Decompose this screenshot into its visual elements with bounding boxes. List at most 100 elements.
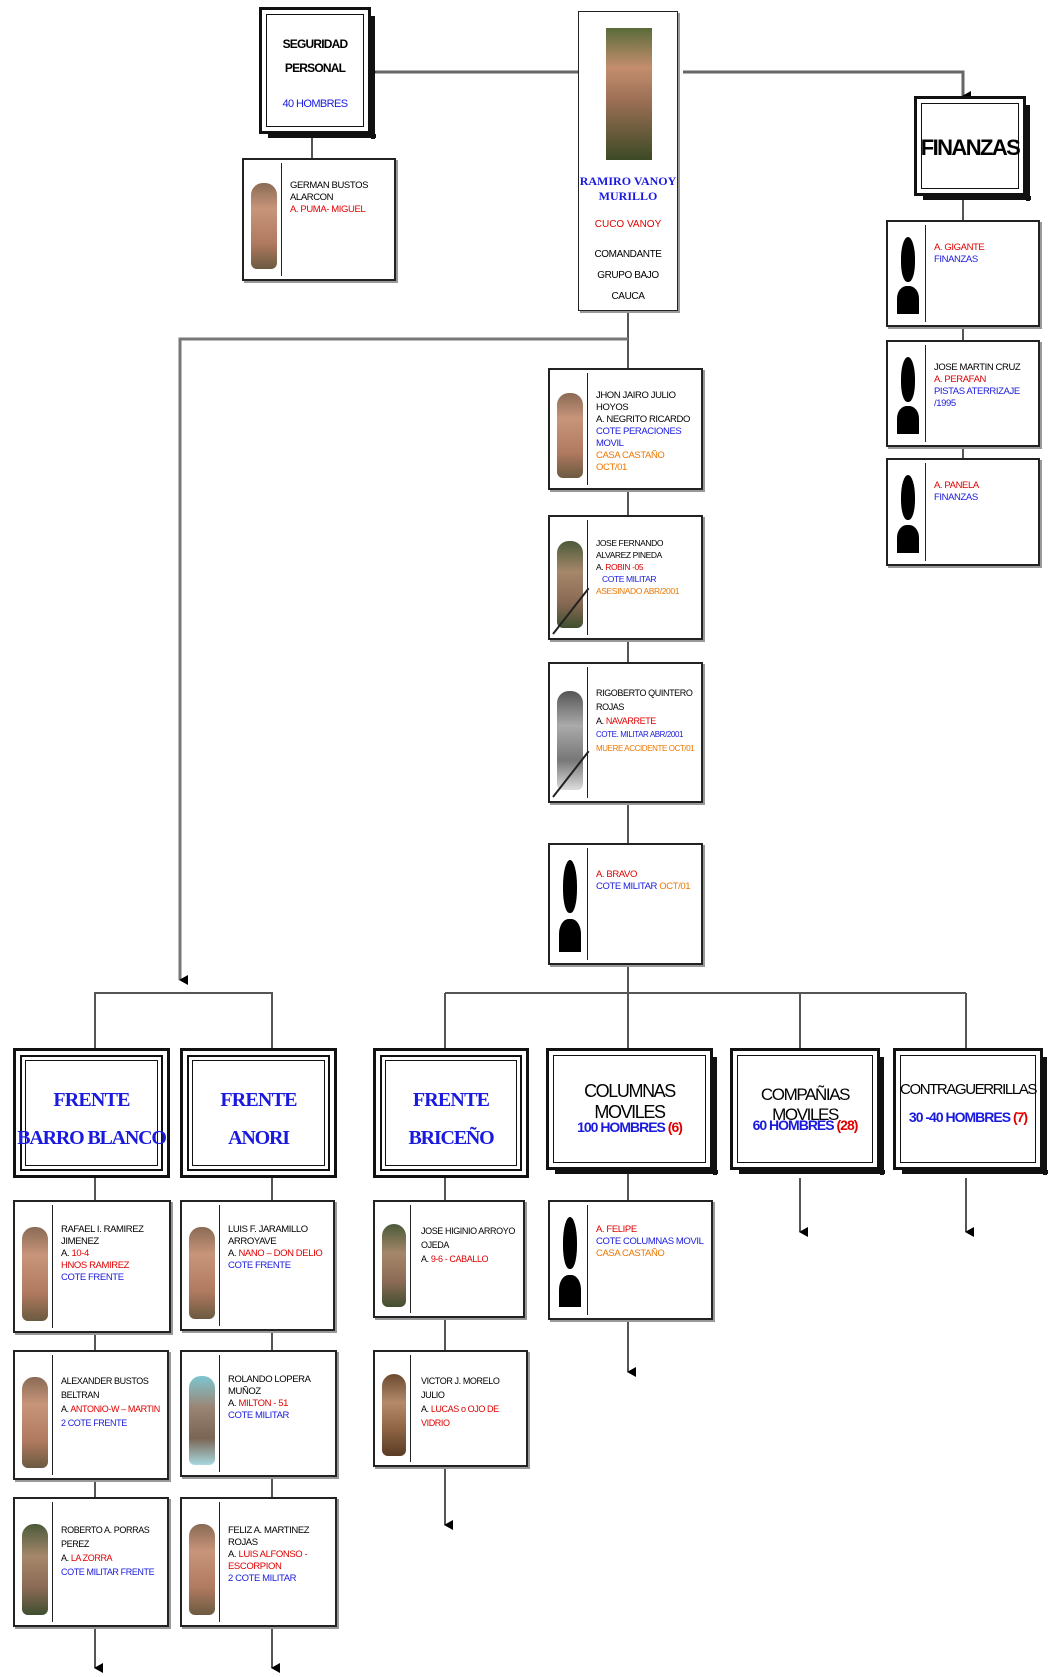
member-role: FINANZAS [934,492,978,503]
member-alias-2: HNOS RAMIREZ [61,1260,130,1271]
barro-member-card: ROBERTO A. PORRAS PEREZ A. LA ZORRA COTE… [13,1497,169,1627]
member-name: JOSE MARTIN CRUZ [934,362,1021,373]
group-count: (7) [1012,1109,1028,1125]
member-status: ASESINADO ABR/2001 [596,586,680,596]
leader-name: RAMIRO VANOY MURILLO [579,174,677,203]
anori-member-card: ROLANDO LOPERA MUÑOZ A. MILTON - 51 COTE… [180,1350,337,1477]
member-role: 2 COTE FRENTE [61,1418,127,1428]
member-photo [552,520,590,635]
member-photo [18,1205,53,1328]
member-role: FINANZAS [934,254,978,265]
member-name: FELIZ A. MARTINEZ ROJAS [228,1525,310,1548]
alias-prefix: A. [61,1553,69,1563]
finanzas-member-card: A. PANELA FINANZAS [886,458,1040,566]
leader-card: RAMIRO VANOY MURILLO CUCO VANOY COMANDAN… [578,11,678,311]
group-title: COLUMNAS MOVILES [584,1081,676,1122]
member-photo [185,1502,220,1622]
member-name: RAFAEL I. RAMIREZ JIMENEZ [61,1224,144,1247]
member-photo [378,1205,411,1313]
member-name: JOSE FERNANDO ALVAREZ PINEDA [596,538,664,560]
member-alias: A. NEGRITO RICARDO [596,414,690,425]
front-title: FRENTE [220,1089,297,1111]
member-photo [247,163,282,276]
finanzas-title: FINANZAS [920,135,1021,160]
silhouette-icon [553,848,588,960]
member-name: RIGOBERTO QUINTERO ROJAS [596,688,693,712]
member-alias: 10-4 [71,1248,89,1259]
member-name: JHON JAIRO JULIO HOYOS [596,390,676,413]
front-title: FRENTE [412,1089,490,1111]
member-status: OCT/01 [659,881,691,892]
leader-alias: CUCO VANOY [594,219,662,230]
front-subtitle: BARRO BLANCO [17,1127,167,1149]
member-role: COTE PERACIONES MOVIL [596,426,682,449]
member-name: ALEXANDER BUSTOS BELTRAN [61,1376,149,1400]
columnas-member-card: A. FELIPE COTE COLUMNAS MOVIL CASA CASTA… [548,1200,713,1320]
member-role: COTE FRENTE [61,1272,124,1283]
member-name: GERMAN BUSTOS ALARCON [290,180,369,203]
group-men: 60 HOMBRES [752,1117,835,1133]
member-alias: LA ZORRA [70,1553,113,1563]
seguridad-member-card: GERMAN BUSTOS ALARCON A. PUMA- MIGUEL [242,158,396,281]
member-role: COTE MILITAR FRENTE [61,1567,155,1577]
leader-photo [606,28,652,160]
front-subtitle: BRICEÑO [408,1127,495,1149]
group-men: 100 HOMBRES [577,1119,666,1135]
member-photo [553,373,588,485]
barro-member-card: RAFAEL I. RAMIREZ JIMENEZ A. 10-4 HNOS R… [13,1200,171,1333]
group-title: CONTRAGUERRILLAS [900,1081,1037,1098]
briceno-member-card: JOSE HIGINIO ARROYO OJEDA A. 9-6 - CABAL… [373,1200,525,1318]
chain-member-card: A. BRAVO COTE MILITAR OCT/01 [548,843,703,965]
chain-member-card: JHON JAIRO JULIO HOYOS A. NEGRITO RICARD… [548,368,703,490]
member-alias: A. PUMA- MIGUEL [290,204,366,215]
member-status: CASA CASTAÑO OCT/01 [596,450,665,473]
member-role: COTE MILITAR [596,881,657,892]
member-name: JOSE HIGINIO ARROYO OJEDA [421,1226,515,1250]
silhouette-icon [891,225,926,322]
leader-role: COMANDANTE GRUPO BAJO CAUCA [594,249,662,302]
alias-prefix: A. [61,1248,70,1259]
group-box-companias: COMPAÑIAS MOVILES 60 HOMBRES (28) [730,1048,885,1175]
briceno-member-card: VICTOR J. MORELO JULIO A. LUCAS o OJO DE… [373,1350,528,1467]
member-role: COTE MILITAR [602,574,657,584]
group-count: (6) [667,1119,683,1135]
alias-prefix: A. [421,1404,429,1414]
member-photo [185,1205,220,1326]
member-name: ROBERTO A. PORRAS PEREZ [61,1525,150,1549]
member-name: VICTOR J. MORELO JULIO [421,1376,500,1400]
member-status: CASA CASTAÑO [596,1248,665,1259]
alias-prefix: A. [228,1398,237,1409]
member-role: COTE COLUMNAS MOVIL [596,1236,704,1247]
finanzas-member-card: JOSE MARTIN CRUZ A. PERAFAN PISTAS ATERR… [886,340,1040,447]
silhouette-icon [553,1205,588,1315]
member-alias: NAVARRETE [605,716,656,726]
anori-member-card: LUIS F. JARAMILLO ARROYAVE A. NANO – DON… [180,1200,335,1331]
member-photo [18,1502,53,1622]
member-photo [185,1355,220,1472]
group-box-contraguerrillas: CONTRAGUERRILLAS 30 -40 HOMBRES (7) [893,1048,1048,1175]
alias-prefix: A. [228,1549,237,1560]
anori-member-card: FELIZ A. MARTINEZ ROJAS A. LUIS ALFONSO … [180,1497,337,1627]
chain-member-card: RIGOBERTO QUINTERO ROJAS A. NAVARRETE CO… [548,662,703,803]
alias-prefix: A. [421,1254,429,1264]
front-box-briceno: FRENTE BRICEÑO [373,1048,529,1178]
member-photo [18,1355,53,1475]
front-title: FRENTE [53,1089,130,1111]
seguridad-title: SEGURIDAD PERSONAL [282,37,349,75]
alias-prefix: A. [61,1404,69,1414]
member-name: LUIS F. JARAMILLO ARROYAVE [228,1224,308,1247]
member-alias: LUIS ALFONSO - ESCORPION [228,1549,308,1572]
member-photo [378,1355,411,1462]
finanzas-box: FINANZAS [914,96,1031,201]
member-alias: 9-6 - CABALLO [430,1254,489,1264]
front-subtitle: ANORI [228,1127,290,1149]
barro-member-card: ALEXANDER BUSTOS BELTRAN A. ANTONIO-W – … [13,1350,169,1480]
member-alias: ANTONIO-W – MARTIN [70,1404,160,1414]
member-alias: NANO – DON DELIO [238,1248,323,1259]
front-box-barro-blanco: FRENTE BARRO BLANCO [13,1048,170,1178]
member-alias: LUCAS o OJO DE VIDRIO [421,1404,499,1428]
member-role: COTE MILITAR [228,1410,289,1421]
member-alias: A. BRAVO [596,869,637,880]
group-title: COMPAÑIAS MOVILES [760,1085,851,1124]
